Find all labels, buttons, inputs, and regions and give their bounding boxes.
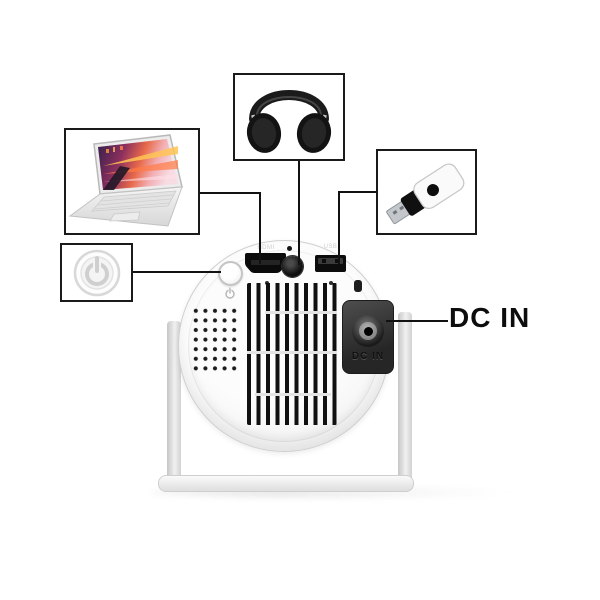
usb-callout-line-v: [338, 191, 340, 264]
dc-in-panel: DC IN: [342, 300, 394, 374]
stand-arm-right: [398, 312, 412, 481]
floor-shadow: [150, 487, 520, 498]
usb-drive-callout-box: [376, 149, 477, 235]
power-button: [218, 261, 243, 286]
headphones-callout-box: [233, 73, 345, 161]
power-icon: [225, 287, 235, 299]
dc-barrel-jack: [352, 315, 384, 347]
usb-callout-line-h: [338, 191, 377, 193]
laptop-icon: [68, 134, 183, 227]
security-slot: [354, 280, 362, 292]
speaker-grille: [189, 304, 238, 372]
dc-jack-hole: [363, 326, 373, 336]
usb-pin-notch: [322, 259, 326, 263]
laptop-callout-box: [64, 128, 200, 235]
power-callout-box: [60, 243, 133, 302]
hdmi-port-label: HDMI: [257, 245, 275, 251]
stand-base: [158, 475, 414, 492]
usb-port-tab: [318, 258, 343, 264]
stand-arm-left: [167, 321, 181, 481]
dc-jack-ring: [359, 322, 377, 340]
laptop-callout-line-v: [259, 192, 261, 264]
ventilation-grille: [247, 283, 337, 425]
usb-port: [315, 255, 346, 272]
power-button-icon: [73, 249, 120, 296]
headphones-callout-line: [298, 161, 300, 265]
usb-pin-notch: [335, 259, 339, 263]
dc-panel-emboss-label: DC IN: [351, 351, 385, 362]
audio-jack-port: [282, 256, 303, 277]
headphones-icon: [246, 90, 332, 153]
vent-break: [265, 311, 337, 314]
usb-port-label: USB: [323, 244, 338, 250]
dc-in-annotation-label: DC IN: [449, 302, 531, 333]
mic-hole: [287, 246, 292, 251]
vent-break: [247, 351, 337, 354]
power-callout-line: [133, 271, 221, 273]
dcin-callout-line: [386, 320, 448, 322]
usb-drive-icon: [386, 163, 465, 225]
hdmi-port: [245, 253, 286, 273]
laptop-callout-line-h: [200, 192, 261, 194]
vent-break: [255, 393, 331, 396]
